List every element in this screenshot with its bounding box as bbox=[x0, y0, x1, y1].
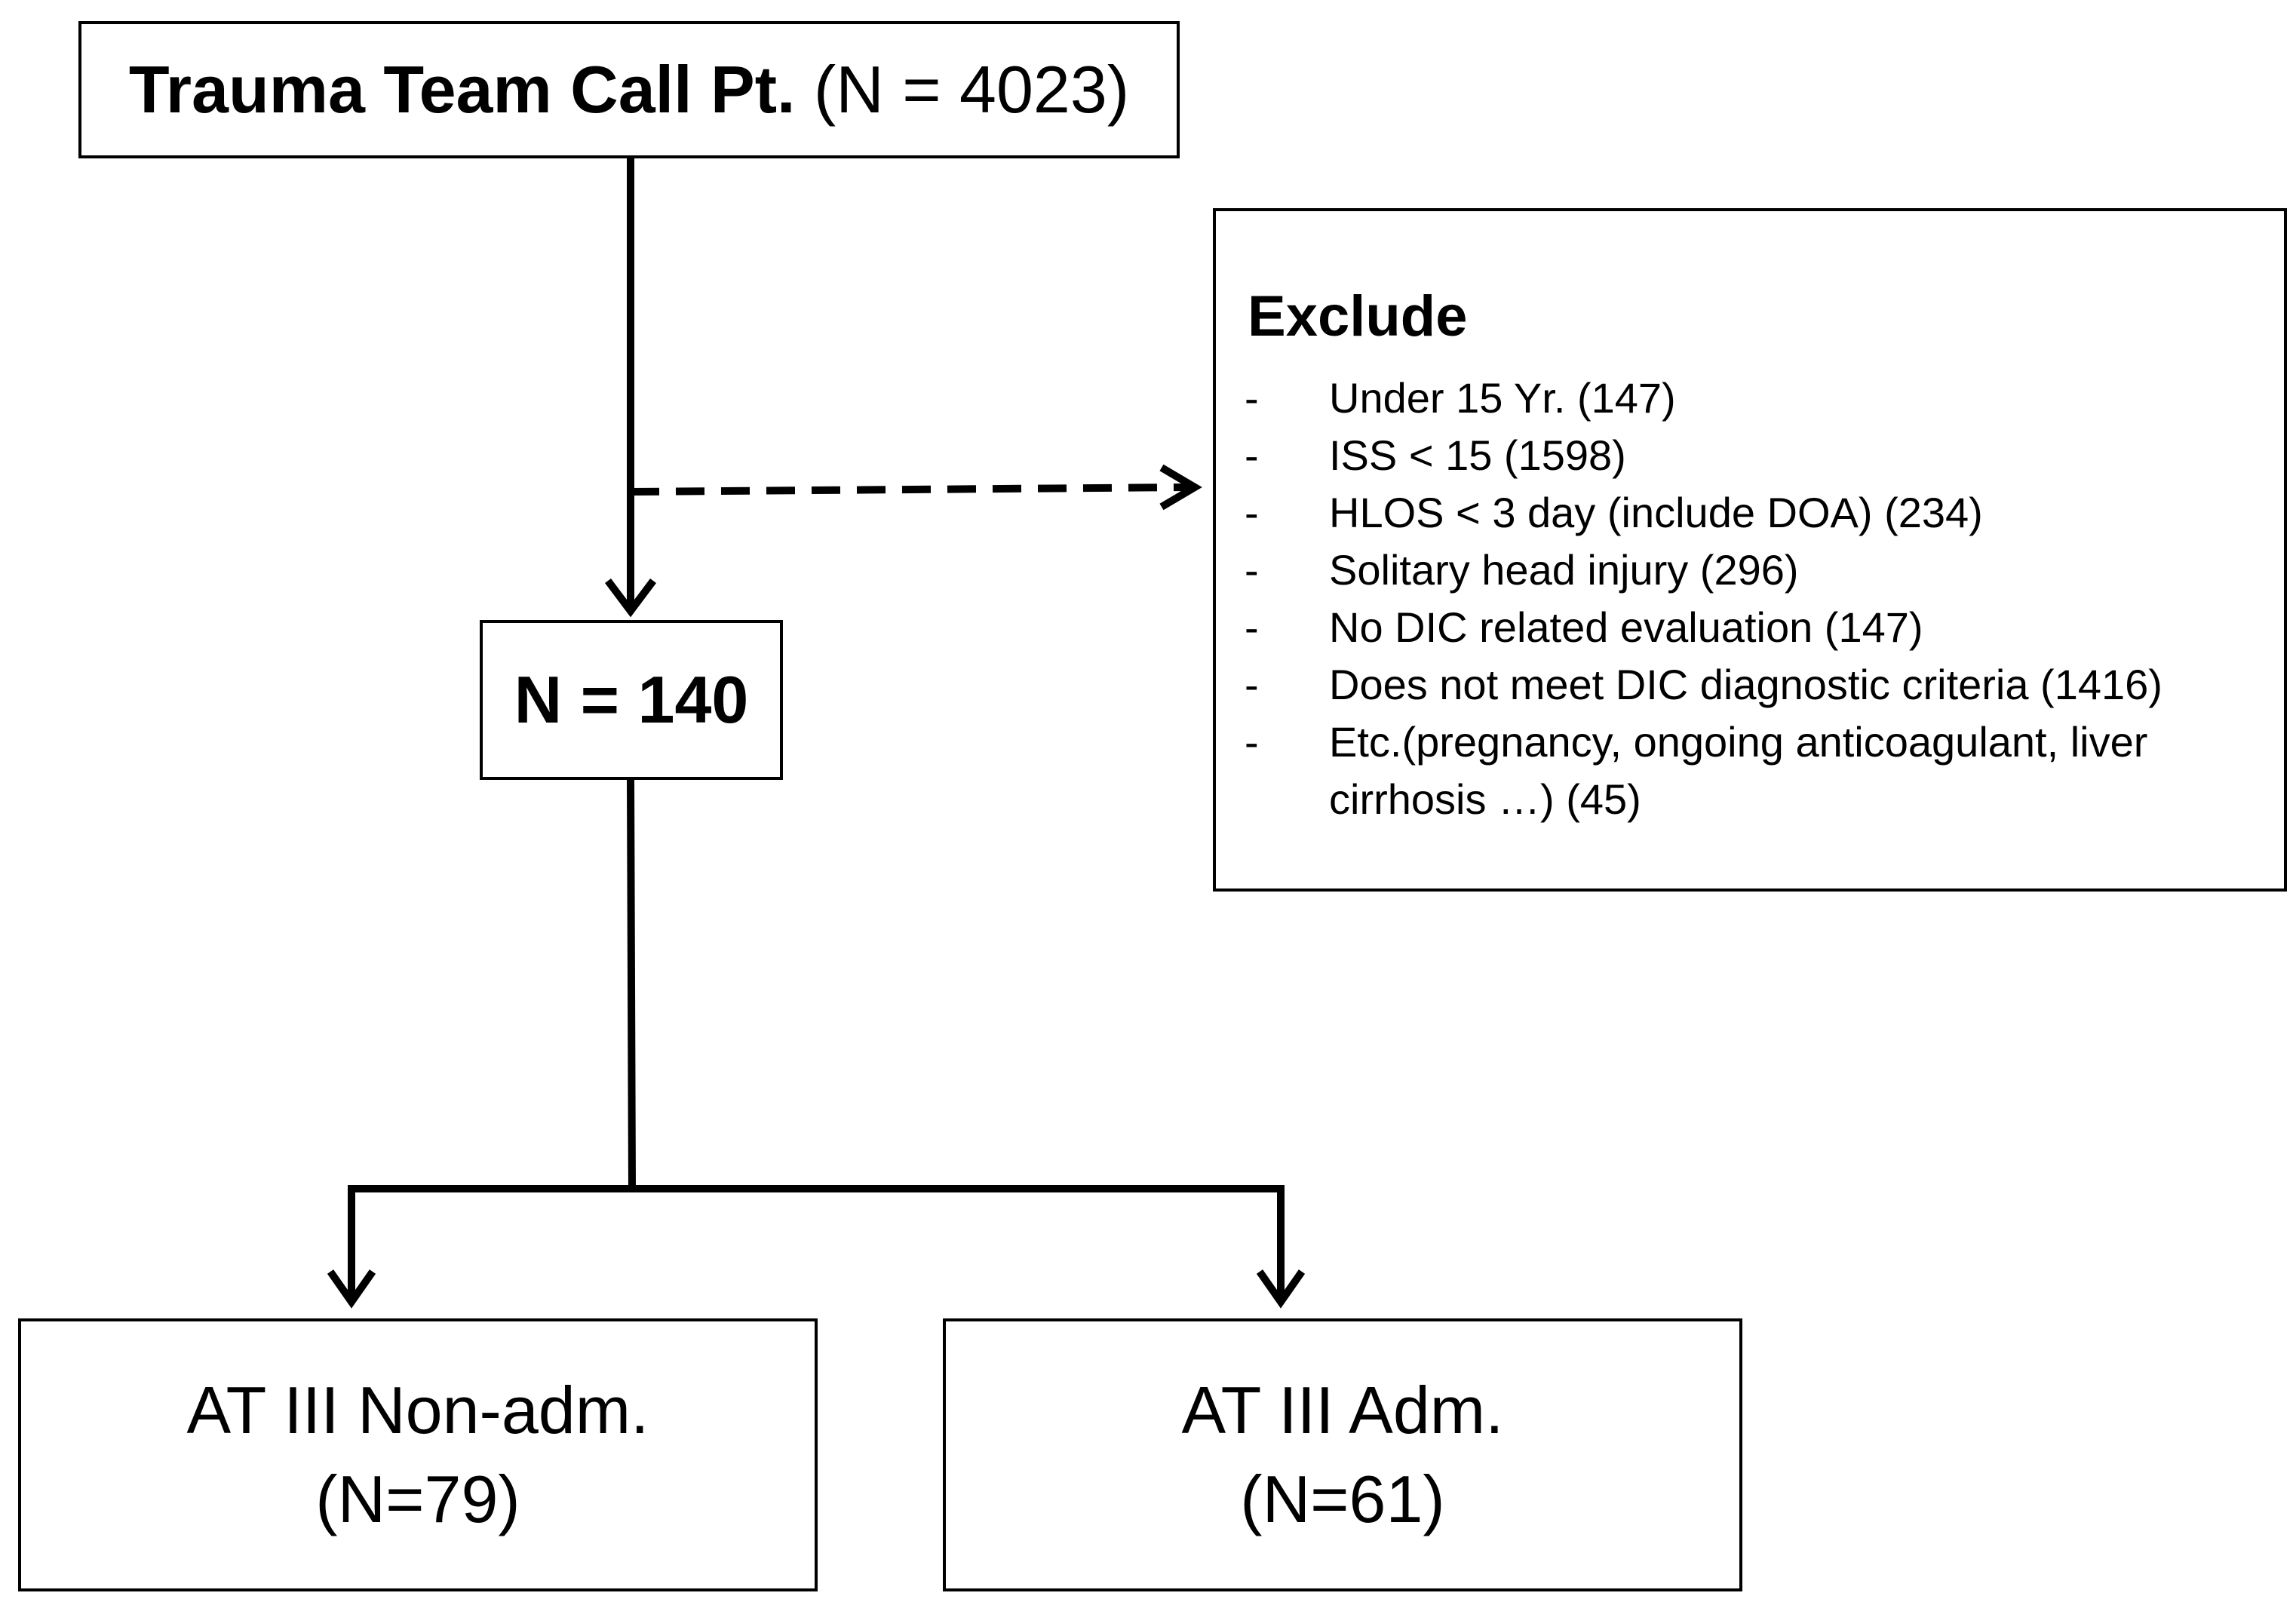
exclusion-bullet: - bbox=[1245, 718, 1259, 766]
exclusion-item: - Solitary head injury (296) bbox=[1245, 542, 2257, 599]
arrowhead-middle bbox=[605, 579, 656, 618]
exclusion-bullet: - bbox=[1245, 431, 1259, 479]
exclusion-text: ISS < 15 (1598) bbox=[1329, 431, 1626, 479]
trauma-team-call-box: Trauma Team Call Pt. (N = 4023) bbox=[78, 21, 1180, 158]
included-patients-box: N = 140 bbox=[480, 620, 783, 780]
exclusion-text: No DIC related evaluation (147) bbox=[1329, 603, 1923, 651]
arrowhead-right-group bbox=[1256, 1269, 1306, 1309]
exclusion-box: Exclude - Under 15 Yr. (147) - ISS < 15 (1… bbox=[1213, 208, 2287, 892]
at3-non-adm-name: AT III Non-adm. bbox=[186, 1373, 649, 1447]
exclusion-bullet: - bbox=[1245, 546, 1259, 594]
exclusion-item: - Does not meet DIC diagnostic criteria (… bbox=[1245, 656, 2257, 714]
at3-adm-count: (N=61) bbox=[1240, 1462, 1445, 1536]
at3-adm-box: AT III Adm. (N=61) bbox=[943, 1318, 1742, 1591]
at3-adm-name: AT III Adm. bbox=[1181, 1373, 1504, 1447]
exclusion-bullet: - bbox=[1245, 489, 1259, 536]
at3-non-adm-count: (N=79) bbox=[315, 1462, 520, 1536]
exclusion-bullet: - bbox=[1245, 603, 1259, 651]
exclusion-item: - Under 15 Yr. (147) bbox=[1245, 370, 2257, 427]
exclusion-bullet: - bbox=[1245, 661, 1259, 708]
trauma-team-call-title: Trauma Team Call Pt. bbox=[128, 52, 796, 127]
connector-exclude-dashed bbox=[630, 483, 1191, 496]
exclusion-text: Does not meet DIC diagnostic criteria (1… bbox=[1329, 661, 2162, 708]
exclusion-title: Exclude bbox=[1248, 284, 1468, 348]
arrowhead-left-group bbox=[327, 1269, 376, 1309]
trauma-team-call-count: (N = 4023) bbox=[813, 52, 1130, 127]
exclusion-text: HLOS < 3 day (include DOA) (234) bbox=[1329, 489, 1983, 536]
exclusion-item: - ISS < 15 (1598) bbox=[1245, 427, 2257, 484]
exclusion-text: Solitary head injury (296) bbox=[1329, 546, 1799, 594]
included-patients-label: N = 140 bbox=[514, 662, 749, 737]
exclusion-text: Under 15 Yr. (147) bbox=[1329, 374, 1676, 422]
exclusion-text: Etc.(pregnancy, ongoing anticoagulant, l… bbox=[1329, 718, 2148, 823]
arrowhead-exclude bbox=[1159, 464, 1202, 511]
exclusion-item: - No DIC related evaluation (147) bbox=[1245, 599, 2257, 656]
exclusion-item: - Etc.(pregnancy, ongoing anticoagulant, … bbox=[1245, 714, 2257, 828]
at3-non-adm-box: AT III Non-adm. (N=79) bbox=[18, 1318, 818, 1591]
exclusion-item: - HLOS < 3 day (include DOA) (234) bbox=[1245, 484, 2257, 542]
connector-middle-to-split bbox=[627, 779, 636, 1189]
exclusion-list: - Under 15 Yr. (147) - ISS < 15 (1598) - HL… bbox=[1245, 370, 2257, 828]
exclusion-bullet: - bbox=[1245, 374, 1259, 422]
